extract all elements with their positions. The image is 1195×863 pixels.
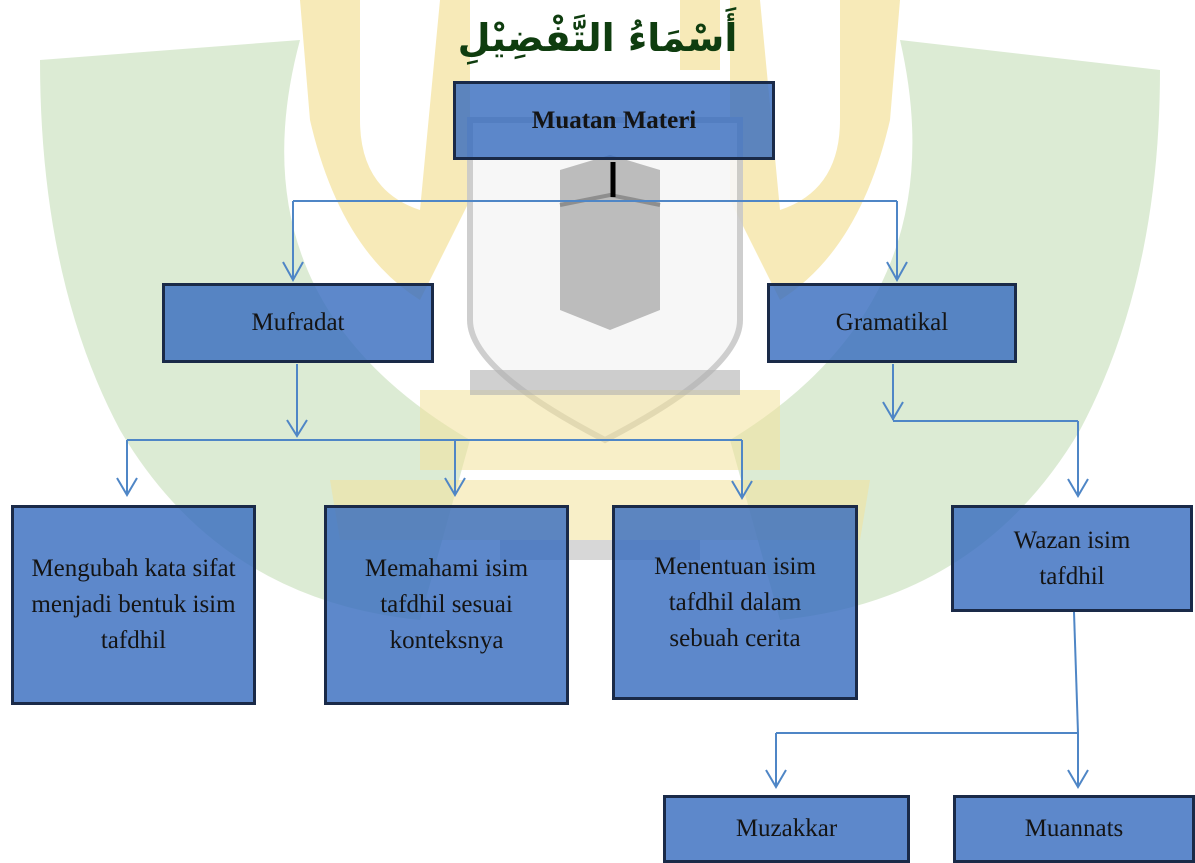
node-memahami-label: Memahami isim tafdhil sesuai konteksnya [364,555,529,654]
node-muatan-materi-label: Muatan Materi [531,106,697,134]
node-gramatikal: Gramatikal [767,283,1017,363]
node-wazan-label: Wazan isim tafdhil [1013,526,1131,590]
diagram-title: أَسْمَاءُ التَّفْضِيْلِ [457,16,738,60]
node-muannats: Muannats [953,795,1195,863]
watermark-gold-u-right [730,0,900,300]
node-muannats-label: Muannats [1024,815,1124,842]
node-muatan-materi: Muatan Materi [453,81,775,160]
node-muzakkar: Muzakkar [663,795,910,863]
node-memahami: Memahami isim tafdhil sesuai konteksnya [324,505,569,705]
node-menentuan: Menentuan isim tafdhil dalam sebuah ceri… [612,505,858,700]
node-mengubah: Mengubah kata sifat menjadi bentuk isim … [11,505,256,705]
node-mengubah-label: Mengubah kata sifat menjadi bentuk isim … [31,555,236,654]
watermark-gold-base [420,390,780,470]
node-menentuan-label: Menentuan isim tafdhil dalam sebuah ceri… [654,552,816,652]
node-muzakkar-label: Muzakkar [735,815,838,842]
watermark-gold-u [300,0,470,300]
node-mufradat: Mufradat [162,283,434,363]
node-mufradat-label: Mufradat [251,309,345,336]
node-gramatikal-label: Gramatikal [835,309,949,336]
node-wazan: Wazan isim tafdhil [951,505,1193,612]
watermark-gold-n [680,0,720,70]
